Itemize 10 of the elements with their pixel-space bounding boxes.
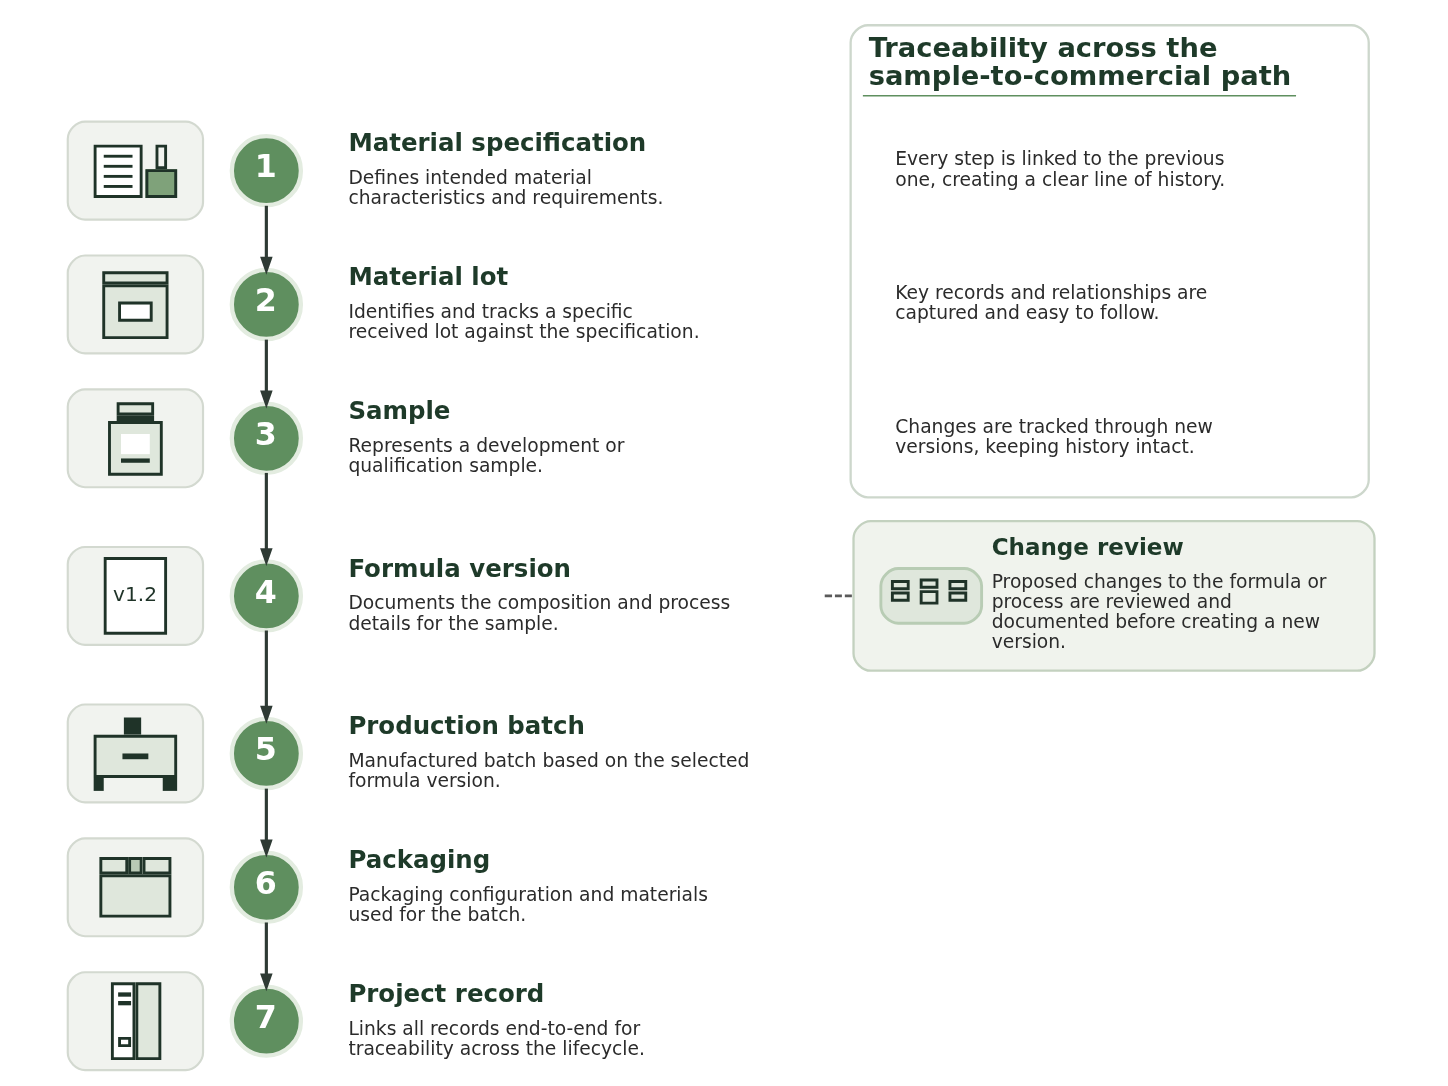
node-text: Production batch Manufactured batch based on the selected formula version. <box>348 711 750 792</box>
node-text: Material specification Defines intended material characteristics and requirements. <box>348 128 664 209</box>
node-text: Formula version Documents the composition and process details for the sample. <box>348 553 731 634</box>
node-text: Changes are tracked through new versions, keeping history intact. <box>895 416 1213 458</box>
node-text: Material lot Identifies and tracks a specific received lot against the specification. <box>348 262 700 343</box>
node-text: Packaging Packaging configuration and materials used for the batch. <box>348 845 708 925</box>
node-text: Every step is linked to the previous one, creating a clear line of history. <box>895 148 1226 190</box>
node-text: Key records and relationships are captured and easy to follow. <box>895 282 1208 324</box>
node-text: Project record Links all records end-to-end for traceability across the lifecycle. <box>348 978 645 1059</box>
node-text: Sample Represents a development or qualification sample. <box>348 396 625 476</box>
